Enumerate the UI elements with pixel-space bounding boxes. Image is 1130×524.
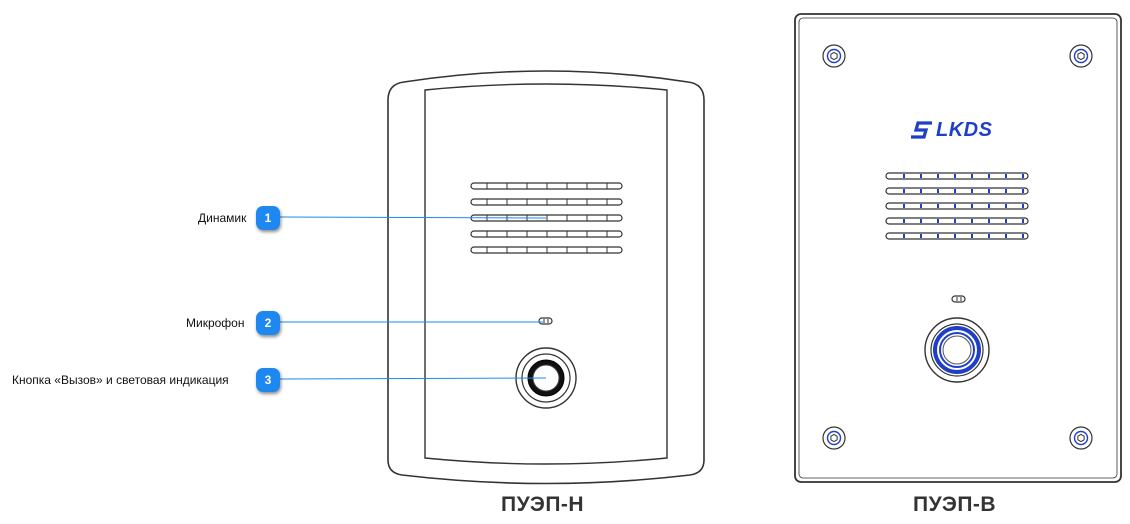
left-device-title: ПУЭП-Н xyxy=(501,493,585,516)
right-device-body xyxy=(794,13,1122,483)
screw-ring xyxy=(826,48,842,64)
right-microphone xyxy=(951,295,966,303)
screw-hex xyxy=(830,433,838,443)
left-device-body xyxy=(387,70,705,485)
right-call-button[interactable] xyxy=(924,317,990,383)
right-speaker-grille xyxy=(885,172,1029,240)
right-device-title: ПУЭП-В xyxy=(913,493,997,516)
callout-badge-3[interactable]: 3 xyxy=(256,368,280,392)
screw-hex xyxy=(1077,433,1085,443)
screw-hex xyxy=(830,51,838,61)
callout-label-speaker: Динамик xyxy=(198,211,247,225)
lkds-logo-mark xyxy=(911,121,932,139)
left-microphone xyxy=(538,317,553,325)
callout-label-microphone: Микрофон xyxy=(186,316,245,330)
screw-ring xyxy=(826,430,842,446)
callout-badge-1[interactable]: 1 xyxy=(256,206,280,230)
screw-icon xyxy=(1069,426,1093,450)
brand-logo-text: LKDS xyxy=(936,119,993,141)
screw-icon xyxy=(822,426,846,450)
left-speaker-grille xyxy=(470,182,623,254)
screw-icon xyxy=(1069,44,1093,68)
screw-hex xyxy=(1077,51,1085,61)
screw-ring xyxy=(1073,430,1089,446)
screw-icon xyxy=(822,44,846,68)
right-mounting-screws xyxy=(822,44,1093,450)
callout-label-call-button: Кнопка «Вызов» и световая индикация xyxy=(12,373,229,387)
callout-badge-2[interactable]: 2 xyxy=(256,311,280,335)
leader-lines xyxy=(279,216,547,380)
screw-ring xyxy=(1073,48,1089,64)
